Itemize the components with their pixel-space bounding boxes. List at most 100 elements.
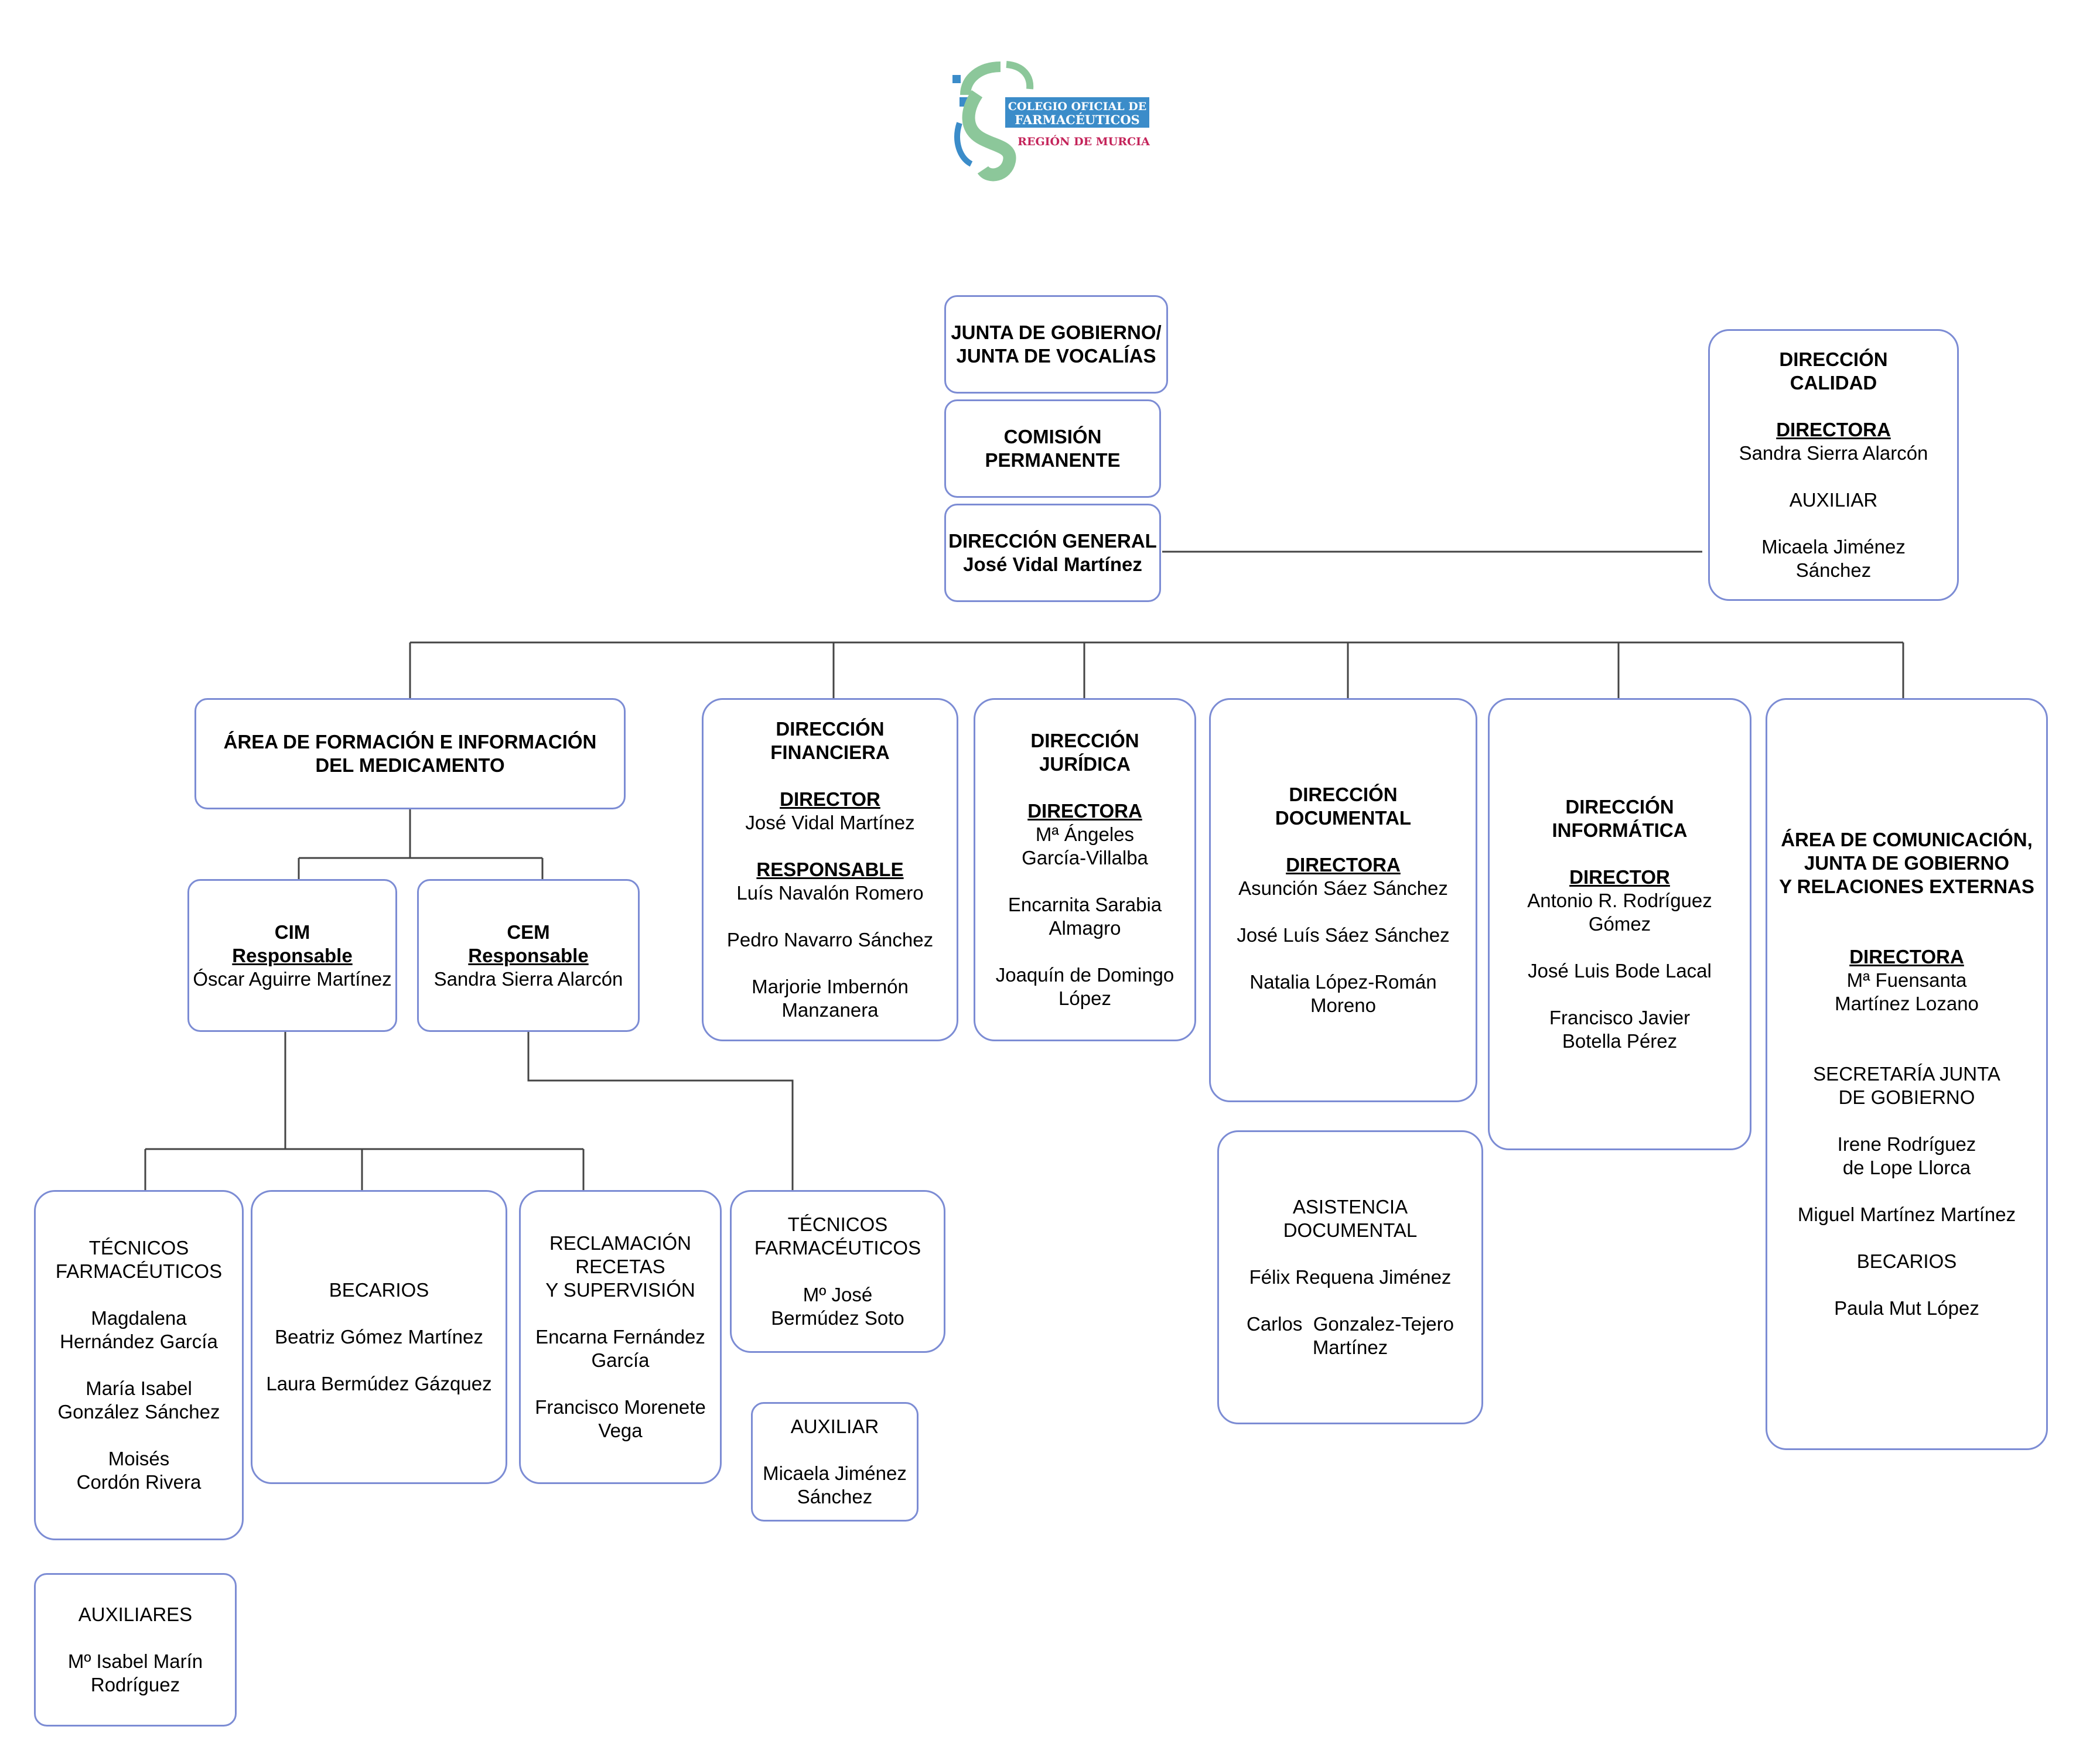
box-text-line: Sánchez bbox=[1795, 559, 1872, 581]
box-text-line: José Luís Sáez Sánchez bbox=[1237, 924, 1450, 946]
box-text-line: DIRECCIÓN bbox=[776, 718, 885, 740]
box-text-line: DOCUMENTAL bbox=[1275, 807, 1412, 829]
logo-caduceus-icon: COLEGIO OFICIAL DE FARMACÉUTICOS REGIÓN … bbox=[952, 61, 1150, 182]
box-text-line: FINANCIERA bbox=[770, 741, 890, 763]
box-text-line: Paula Mut López bbox=[1834, 1297, 1979, 1319]
box-text-line: Laura Bermúdez Gázquez bbox=[266, 1373, 492, 1394]
box-text-line: Y RELACIONES EXTERNAS bbox=[1779, 876, 2034, 897]
box-text-line: DIRECTORA bbox=[1286, 854, 1401, 876]
box-text-line: Félix Requena Jiménez bbox=[1249, 1266, 1452, 1288]
box-text-line: BECARIOS bbox=[329, 1279, 429, 1301]
box-text-line: RECETAS bbox=[575, 1256, 665, 1277]
box-text-line: CIM bbox=[274, 921, 310, 943]
box-text-line: TÉCNICOS bbox=[787, 1213, 888, 1235]
box-text-line: Mª Fuensanta bbox=[1846, 969, 1967, 991]
box-text-line: CEM bbox=[507, 921, 550, 943]
box-text-line: Irene Rodríguez bbox=[1837, 1133, 1976, 1155]
box-text-line: PERMANENTE bbox=[985, 449, 1121, 471]
box-text-line: Antonio R. Rodríguez bbox=[1527, 890, 1712, 911]
box-text-line: Martínez bbox=[1312, 1336, 1388, 1358]
box-text-line: Vega bbox=[598, 1420, 643, 1441]
box-text-line: Marjorie Imbernón bbox=[752, 976, 909, 997]
box-text-line: AUXILIAR bbox=[1789, 489, 1878, 511]
box-text-line: ÁREA DE COMUNICACIÓN, bbox=[1781, 829, 2033, 850]
box-text-line: INFORMÁTICA bbox=[1552, 819, 1688, 841]
box-text-line: BECARIOS bbox=[1856, 1250, 1957, 1272]
box-text-line: Gómez bbox=[1588, 913, 1651, 935]
box-text-line: ASISTENCIA bbox=[1292, 1196, 1408, 1218]
logo: COLEGIO OFICIAL DE FARMACÉUTICOS REGIÓN … bbox=[948, 59, 1153, 189]
box-text-line: FARMACÉUTICOS bbox=[55, 1260, 223, 1282]
box-text-line: Encarna Fernández bbox=[535, 1326, 705, 1348]
box-text-line: Óscar Aguirre Martínez bbox=[193, 968, 392, 990]
box-text-line: José Vidal Martínez bbox=[745, 812, 915, 833]
box-text-line: JUNTA DE VOCALÍAS bbox=[956, 345, 1156, 367]
box-text-line: DIRECCIÓN GENERAL bbox=[948, 530, 1157, 552]
box-text-line: AUXILIARES bbox=[78, 1604, 193, 1625]
svg-text:FARMACÉUTICOS: FARMACÉUTICOS bbox=[1015, 112, 1140, 127]
box-text-line: Rodríguez bbox=[90, 1674, 180, 1695]
box-text-line: Francisco Morenete bbox=[535, 1396, 706, 1418]
box-text-line: RESPONSABLE bbox=[756, 859, 904, 880]
box-text-line: Moreno bbox=[1310, 994, 1376, 1016]
box-text-line: SECRETARÍA JUNTA bbox=[1813, 1063, 2000, 1085]
box-text-line: DIRECCIÓN bbox=[1030, 730, 1139, 751]
box-text-line: JUNTA DE GOBIERNO/ bbox=[951, 322, 1162, 343]
box-text-line: DIRECCIÓN bbox=[1779, 348, 1888, 370]
box-text-line: DIRECTOR bbox=[780, 788, 880, 810]
box-text-line: JUNTA DE GOBIERNO bbox=[1804, 852, 2010, 874]
box-text-line: González Sánchez bbox=[57, 1401, 220, 1423]
box-text-line: DIRECCIÓN bbox=[1565, 796, 1674, 818]
box-text-line: García-Villalba bbox=[1022, 847, 1148, 869]
box-text-line: JURÍDICA bbox=[1039, 753, 1131, 775]
box-text-line: Almagro bbox=[1049, 917, 1121, 939]
box-text-line: Bermúdez Soto bbox=[771, 1307, 904, 1329]
box-text-line: Joaquín de Domingo bbox=[995, 964, 1174, 986]
box-text-line: Carlos Gonzalez-Tejero bbox=[1247, 1313, 1454, 1335]
box-text-line: Responsable bbox=[468, 944, 589, 966]
box-text-line: Natalia López-Román bbox=[1249, 971, 1437, 993]
box-text-line: DIRECTOR bbox=[1569, 866, 1670, 888]
box-text-line: Beatriz Gómez Martínez bbox=[275, 1326, 483, 1348]
box-text-line: AUXILIAR bbox=[790, 1416, 879, 1437]
box-text-line: Micaela Jiménez bbox=[1761, 536, 1906, 558]
box-text-line: ÁREA DE FORMACIÓN E INFORMACIÓN bbox=[223, 731, 597, 753]
box-text-line: RECLAMACIÓN bbox=[549, 1232, 692, 1254]
box-text-line: Micaela Jiménez bbox=[763, 1462, 907, 1484]
box-text-line: Miguel Martínez Martínez bbox=[1797, 1204, 2016, 1225]
box-text-line: José Luis Bode Lacal bbox=[1528, 960, 1712, 982]
box-text-line: de Lope Llorca bbox=[1842, 1157, 1971, 1178]
box-text-line: DIRECTORA bbox=[1849, 946, 1964, 968]
box-text-line: López bbox=[1059, 987, 1111, 1009]
box-text-line: Cordón Rivera bbox=[76, 1471, 202, 1493]
box-text-line: DIRECTORA bbox=[1776, 419, 1891, 440]
box-text-line: Asunción Sáez Sánchez bbox=[1238, 877, 1448, 899]
box-text-line: Francisco Javier bbox=[1549, 1007, 1691, 1028]
box-text-line: Sandra Sierra Alarcón bbox=[433, 968, 623, 990]
box-text-line: Manzanera bbox=[781, 999, 879, 1021]
svg-text:REGIÓN DE MURCIA: REGIÓN DE MURCIA bbox=[1017, 135, 1150, 148]
box-text-line: Y SUPERVISIÓN bbox=[545, 1279, 695, 1301]
box-text-line: Sandra Sierra Alarcón bbox=[1739, 442, 1928, 464]
box-text-line: Responsable bbox=[232, 944, 353, 966]
box-text-line: García bbox=[591, 1349, 650, 1371]
connector-line bbox=[527, 1032, 794, 1190]
svg-text:COLEGIO OFICIAL DE: COLEGIO OFICIAL DE bbox=[1008, 100, 1146, 113]
box-text-line: Botella Pérez bbox=[1562, 1030, 1678, 1052]
box-text-line: Luís Navalón Romero bbox=[736, 882, 924, 904]
